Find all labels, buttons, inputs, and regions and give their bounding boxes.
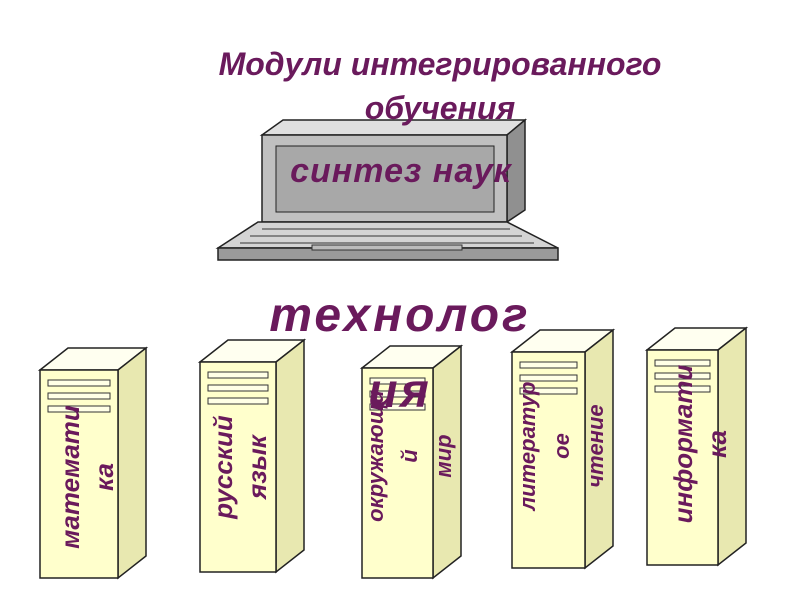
technology-line-2: ия bbox=[368, 365, 432, 418]
module-label-line: мир bbox=[431, 434, 456, 478]
module-label-literature: литератур ое чтение bbox=[511, 336, 613, 556]
tower-world-icon bbox=[359, 344, 464, 580]
laptop-label: синтез наук bbox=[276, 152, 526, 191]
module-label-line: язык bbox=[242, 435, 272, 499]
module-label-line: русский bbox=[208, 415, 238, 519]
module-label-line: окружающи bbox=[363, 390, 388, 522]
laptop-icon bbox=[215, 118, 559, 261]
module-label-line: математи bbox=[55, 405, 85, 549]
technology-label: технолог ия bbox=[210, 278, 590, 430]
title-line-1: Модули интегрированного bbox=[218, 46, 662, 82]
module-label-world: окружающи й мир bbox=[359, 346, 461, 566]
tower-informatics-icon bbox=[644, 326, 749, 567]
tower-russian-icon bbox=[197, 338, 307, 574]
module-label-line: информати bbox=[668, 364, 698, 524]
module-label-line: ка bbox=[89, 463, 119, 491]
laptop-label-text: синтез наук bbox=[290, 152, 512, 190]
module-label-line: ое bbox=[549, 433, 574, 459]
module-label-informatics: информати ка bbox=[666, 329, 734, 559]
module-label-line: й bbox=[397, 449, 422, 463]
module-label-line: литератур bbox=[515, 381, 540, 511]
module-label-line: чтение bbox=[583, 404, 608, 488]
title-line-2: обучения bbox=[364, 90, 516, 126]
diagram-title: Модули интегрированного обучения bbox=[120, 42, 760, 130]
module-label-line: ка bbox=[702, 430, 732, 458]
tower-math-icon bbox=[37, 346, 149, 580]
technology-line-1: технолог bbox=[269, 289, 531, 342]
module-label-math: математи ка bbox=[53, 362, 121, 592]
tower-literature-icon bbox=[509, 328, 616, 570]
module-label-russian: русский язык bbox=[206, 352, 274, 582]
